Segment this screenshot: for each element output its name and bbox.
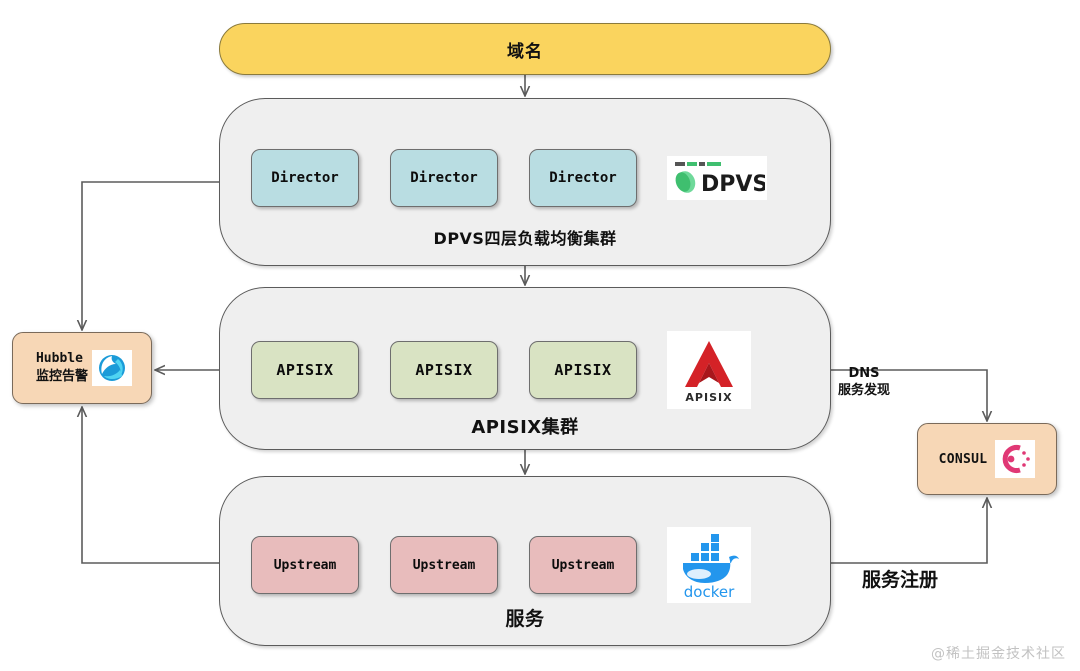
hubble-monitoring-box[interactable]: Hubble 监控告警 [12, 332, 152, 404]
apisix-layer-caption: APISIX集群 [471, 417, 579, 438]
layer-apisix-cluster: APISIX APISIX APISIX APISIX APISIX集群 [219, 287, 831, 450]
consul-logo [995, 440, 1036, 478]
node-director-3[interactable]: Director [529, 149, 637, 207]
layer-dpvs-cluster: Director Director Director [219, 98, 831, 266]
layer-service: Upstream Upstream Upstream [219, 476, 831, 646]
wire-service-to-consul [831, 498, 987, 564]
node-director-1[interactable]: Director [251, 149, 359, 207]
consul-box[interactable]: CONSUL [917, 423, 1057, 495]
consul-label: CONSUL [938, 451, 988, 467]
svg-text:APISIX: APISIX [685, 391, 732, 404]
hubble-text-block: Hubble 监控告警 [36, 350, 88, 385]
hubble-name-label: Hubble [35, 351, 83, 367]
node-apisix-1[interactable]: APISIX [251, 341, 359, 399]
dns-discovery-label: DNS 服务发现 [838, 366, 890, 400]
node-upstream-1[interactable]: Upstream [251, 536, 359, 594]
dpvs-node-row: Director Director Director [220, 149, 830, 207]
consul-inner: CONSUL [939, 440, 1036, 478]
node-apisix-3-label: APISIX [554, 361, 612, 379]
svg-text:docker: docker [684, 583, 735, 601]
node-upstream-3[interactable]: Upstream [529, 536, 637, 594]
node-upstream-2[interactable]: Upstream [390, 536, 498, 594]
domain-name-label: 域名 [507, 41, 543, 62]
dns-discovery-line2: 服务发现 [838, 382, 891, 398]
hubble-inner: Hubble 监控告警 [32, 350, 132, 386]
docker-logo: docker [667, 527, 751, 603]
hubble-logo [92, 350, 132, 386]
wire-service-to-hubble [82, 407, 219, 564]
dns-discovery-line1: DNS [848, 366, 880, 381]
node-director-1-label: Director [271, 170, 339, 186]
apisix-logo: APISIX [667, 331, 751, 409]
node-director-2-label: Director [410, 170, 478, 186]
hubble-subtitle-label: 监控告警 [35, 369, 88, 384]
node-apisix-1-label: APISIX [276, 361, 334, 379]
wire-dpvs-to-hubble [82, 181, 219, 330]
node-upstream-3-label: Upstream [551, 557, 615, 573]
service-layer-caption: 服务 [505, 608, 545, 630]
node-director-3-label: Director [549, 170, 617, 186]
service-node-row: Upstream Upstream Upstream [220, 527, 830, 603]
node-director-2[interactable]: Director [390, 149, 498, 207]
svg-text:DPVS: DPVS [701, 172, 765, 197]
domain-name-bar: 域名 [219, 23, 831, 75]
dpvs-logo: DPVS [667, 156, 767, 200]
node-upstream-1-label: Upstream [273, 557, 337, 573]
service-register-label: 服务注册 [862, 569, 939, 591]
node-apisix-2-label: APISIX [415, 361, 473, 379]
apisix-node-row: APISIX APISIX APISIX APISIX [220, 331, 830, 409]
dpvs-layer-caption: DPVS四层负载均衡集群 [433, 229, 617, 248]
node-apisix-2[interactable]: APISIX [390, 341, 498, 399]
node-upstream-2-label: Upstream [412, 557, 476, 573]
watermark: @稀土掘金技术社区 [931, 646, 1066, 662]
node-apisix-3[interactable]: APISIX [529, 341, 637, 399]
